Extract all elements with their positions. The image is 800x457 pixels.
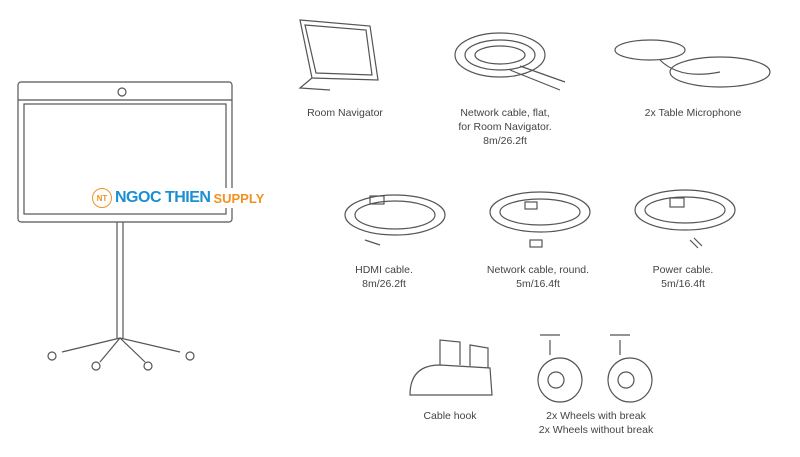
watermark-logo: NT NGOC THIEN SUPPLY [92, 188, 265, 208]
microphone-illustration [614, 39, 771, 88]
cable-hook-illustration [409, 339, 493, 396]
power-cable-illustration [634, 189, 736, 249]
room-navigator-illustration [298, 19, 379, 91]
flat-cable-illustration [454, 32, 566, 91]
label-table-microphone: 2x Table Microphone [645, 106, 742, 120]
label-line: Cable hook [423, 410, 477, 422]
label-line: 2x Wheels with break [546, 410, 646, 422]
label-line: Network cable, flat, [460, 107, 550, 119]
label-power-cable: Power cable. 5m/16.4ft [653, 263, 714, 291]
label-line: 8m/26.2ft [362, 278, 406, 290]
label-network-cable-flat: Network cable, flat, for Room Navigator. 8… [458, 106, 551, 148]
logo-mark: NT [92, 188, 112, 208]
label-wheels: 2x Wheels with break 2x Wheels without br… [539, 409, 653, 437]
wheels-illustration [537, 334, 653, 403]
round-network-cable-illustration [489, 191, 591, 248]
label-line: 2x Table Microphone [644, 107, 742, 119]
label-line: for Room Navigator. [458, 121, 552, 133]
label-line: 5m/16.4ft [661, 278, 705, 290]
label-room-navigator: Room Navigator [307, 106, 383, 120]
label-network-cable-round: Network cable, round. 5m/16.4ft [487, 263, 589, 291]
label-hdmi-cable: HDMI cable. 8m/26.2ft [355, 263, 413, 291]
stand-display-illustration [17, 81, 233, 371]
label-line: 5m/16.4ft [516, 278, 560, 290]
hdmi-cable-illustration [344, 194, 446, 246]
label-line: HDMI cable. [355, 264, 413, 276]
label-line: Room Navigator [307, 107, 383, 119]
logo-suffix: SUPPLY [213, 190, 265, 206]
label-line: Network cable, round. [486, 264, 590, 276]
label-line: 2x Wheels without break [538, 424, 654, 436]
logo-name: NGOC THIEN [115, 189, 211, 206]
label-line: Power cable. [652, 264, 714, 276]
label-line: 8m/26.2ft [483, 135, 527, 147]
label-cable-hook: Cable hook [423, 409, 476, 423]
